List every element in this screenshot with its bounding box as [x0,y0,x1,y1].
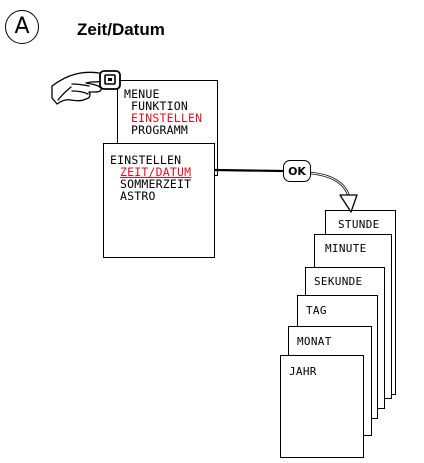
section-letter: A [14,14,30,39]
ok-button-label: OK [288,164,306,178]
menu-item-funktion[interactable]: FUNKTION [131,99,188,113]
menu-item-menue[interactable]: MENUE [124,87,160,101]
settings-item-zeit-datum[interactable]: ZEIT/DATUM [120,165,192,179]
screen-label-sekunde: SEKUNDE [314,275,363,288]
screen-label-monat: MONAT [297,335,332,348]
screen-label-jahr: JAHR [289,365,317,378]
screen-label-minute: MINUTE [325,242,367,255]
ok-button[interactable]: OK [283,160,311,182]
menu-item-programm[interactable]: PROGRAMM [131,123,188,137]
settings-menu-screen: EINSTELLEN ZEIT/DATUM SOMMERZEIT ASTRO [103,143,215,258]
pointing-hand-icon [51,71,106,105]
settings-item-astro[interactable]: ASTRO [120,189,156,203]
settings-item-sommerzeit[interactable]: SOMMERZEIT [120,177,192,191]
connector-line [214,168,284,173]
section-letter-badge: A [5,10,39,44]
screen-jahr: JAHR [280,355,364,458]
page-title: Zeit/Datum [77,20,165,39]
menu-item-einstellen[interactable]: EINSTELLEN [131,111,203,125]
settings-menu-title: EINSTELLEN [110,153,182,167]
curved-arrow-icon [309,171,358,213]
screen-label-tag: TAG [306,304,327,317]
screen-label-stunde: STUNDE [338,218,380,231]
